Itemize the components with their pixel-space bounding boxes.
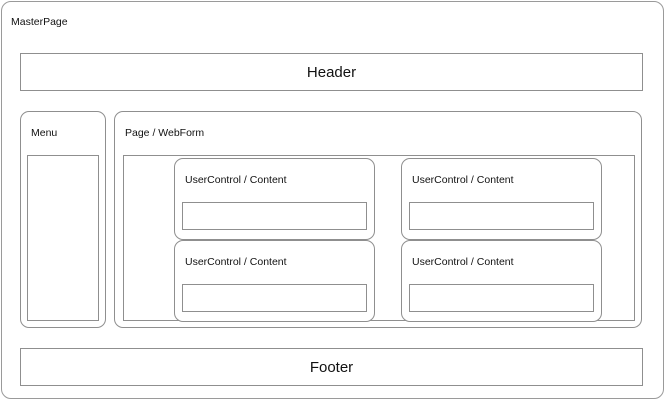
user-control-content-area (182, 202, 367, 230)
user-control-label: UserControl / Content (185, 256, 287, 268)
user-control-box: UserControl / Content (401, 240, 602, 322)
page-webform-label: Page / WebForm (125, 127, 205, 139)
header-label: Header (306, 64, 357, 81)
footer-box: Footer (20, 348, 643, 386)
user-control-label: UserControl / Content (185, 174, 287, 186)
menu-content-area (27, 155, 99, 321)
header-box: Header (20, 53, 643, 91)
user-control-box: UserControl / Content (401, 158, 602, 240)
menu-label: Menu (31, 127, 58, 139)
user-control-content-area (182, 284, 367, 312)
user-control-box: UserControl / Content (174, 240, 375, 322)
master-page-label: MasterPage (11, 16, 68, 28)
user-control-label: UserControl / Content (412, 256, 514, 268)
user-control-content-area (409, 202, 594, 230)
user-control-content-area (409, 284, 594, 312)
user-control-label: UserControl / Content (412, 174, 514, 186)
menu-box: Menu (20, 111, 106, 328)
user-control-box: UserControl / Content (174, 158, 375, 240)
footer-label: Footer (309, 359, 354, 376)
